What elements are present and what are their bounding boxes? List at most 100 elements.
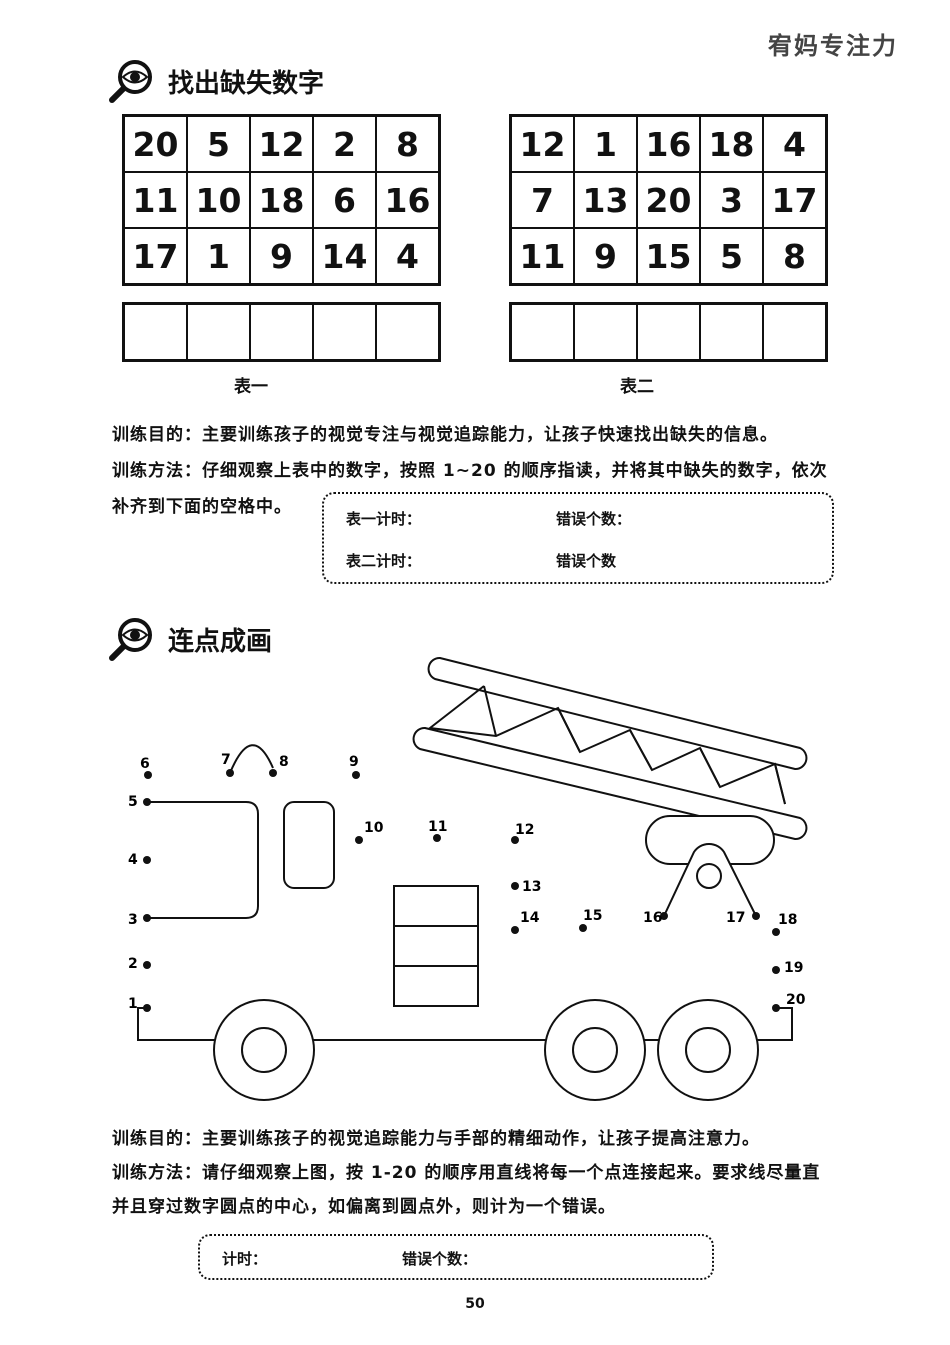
number-table-1: 20 5 12 2 8 11 10 18 6 16 17 1 9 14 4: [122, 114, 441, 286]
section2-heading: 连点成画: [108, 616, 272, 662]
dot-9[interactable]: [352, 771, 360, 779]
dot-label-19: 19: [784, 960, 803, 976]
section1-title: 找出缺失数字: [168, 68, 325, 99]
table-cell: 6: [312, 171, 377, 229]
number-table-2: 12 1 16 18 4 7 13 20 3 17 11 9 15 5 8: [509, 114, 828, 286]
table-cell: 9: [249, 227, 314, 286]
dot-14[interactable]: [511, 926, 519, 934]
section2-method-line1: 训练方法：请仔细观察上图，按 1-20 的顺序用直线将每一个点连接起来。要求线尽…: [112, 1163, 821, 1183]
dot-8[interactable]: [269, 769, 277, 777]
dot-11[interactable]: [433, 834, 441, 842]
dot-label-1: 1: [128, 996, 138, 1012]
answer-cell[interactable]: [573, 302, 638, 362]
answer-cell[interactable]: [375, 302, 441, 362]
dot-label-20: 20: [786, 992, 806, 1008]
table-cell: 1: [186, 227, 251, 286]
table-row: 11 9 15 5 8: [509, 227, 828, 286]
table-cell: 4: [375, 227, 441, 286]
answer-cell[interactable]: [312, 302, 377, 362]
error-count-label: 错误个数：: [402, 1250, 478, 1268]
answer-cell[interactable]: [122, 302, 188, 362]
table-row: 12 1 16 18 4: [509, 114, 828, 173]
table2-timer-label: 表二计时：: [346, 552, 422, 570]
dot-18[interactable]: [772, 928, 780, 936]
table-cell: 2: [312, 114, 377, 173]
dot-label-10: 10: [364, 820, 384, 836]
timer-box-2: 计时： 错误个数：: [198, 1234, 714, 1280]
table-cell: 18: [699, 114, 764, 173]
table-cell: 8: [375, 114, 441, 173]
brand-watermark: 宥妈专注力: [768, 32, 898, 60]
table-cell: 16: [636, 114, 701, 173]
dot-label-3: 3: [128, 912, 138, 928]
dot-label-2: 2: [128, 956, 138, 972]
table-cell: 8: [762, 227, 828, 286]
dot-6[interactable]: [144, 771, 152, 779]
table-cell: 5: [186, 114, 251, 173]
table-cell: 3: [699, 171, 764, 229]
answer-cell[interactable]: [636, 302, 701, 362]
section2-title: 连点成画: [168, 626, 273, 657]
table2-caption: 表二: [620, 377, 654, 397]
section2-method-line2: 并且穿过数字圆点的中心，如偏离到圆点外，则计为一个错误。: [112, 1197, 616, 1217]
dot-label-14: 14: [520, 910, 540, 926]
dot-label-6: 6: [140, 756, 150, 772]
timer-label: 计时：: [222, 1250, 268, 1268]
table2-error-label: 错误个数: [556, 552, 617, 570]
dot-12[interactable]: [511, 836, 519, 844]
magnifier-eye-icon: [109, 60, 152, 103]
dot-16[interactable]: [660, 912, 668, 920]
dot-1[interactable]: [143, 1004, 151, 1012]
table-cell: 20: [636, 171, 701, 229]
table-cell: 12: [509, 114, 575, 173]
dot-label-12: 12: [515, 822, 534, 838]
section1-purpose: 训练目的：主要训练孩子的视觉专注与视觉追踪能力，让孩子快速找出缺失的信息。: [112, 425, 778, 445]
table1-caption: 表一: [234, 377, 268, 397]
dot-15[interactable]: [579, 924, 587, 932]
table-cell: 4: [762, 114, 828, 173]
ladder: [412, 656, 808, 865]
table-cell: 11: [122, 171, 188, 229]
table1-error-label: 错误个数：: [556, 510, 632, 528]
section1-heading: 找出缺失数字: [108, 58, 324, 104]
table-cell: 7: [509, 171, 575, 229]
dot-17[interactable]: [752, 912, 760, 920]
table-row: 20 5 12 2 8: [122, 114, 441, 173]
table-cell: 13: [573, 171, 638, 229]
dot-3[interactable]: [143, 914, 151, 922]
section1-method-line1: 训练方法：仔细观察上表中的数字，按照 1~20 的顺序指读，并将其中缺失的数字，…: [112, 461, 828, 481]
dot-label-18: 18: [778, 912, 797, 928]
dot-7[interactable]: [226, 769, 234, 777]
answer-cell[interactable]: [699, 302, 764, 362]
table-cell: 11: [509, 227, 575, 286]
dot-19[interactable]: [772, 966, 780, 974]
table-cell: 5: [699, 227, 764, 286]
table-cell: 18: [249, 171, 314, 229]
dot-label-7: 7: [221, 752, 231, 768]
dot-2[interactable]: [143, 961, 151, 969]
table1-timer-label: 表一计时：: [346, 510, 422, 528]
table-cell: 17: [122, 227, 188, 286]
dot-4[interactable]: [143, 856, 151, 864]
magnifier-eye-icon: [109, 618, 152, 661]
section2-purpose: 训练目的：主要训练孩子的视觉追踪能力与手部的精细动作，让孩子提高注意力。: [112, 1129, 760, 1149]
dot-20[interactable]: [772, 1004, 780, 1012]
dot-10[interactable]: [355, 836, 363, 844]
dot-label-11: 11: [428, 819, 447, 835]
answer-cell[interactable]: [762, 302, 828, 362]
dot-13[interactable]: [511, 882, 519, 890]
table-cell: 16: [375, 171, 441, 229]
table-cell: 10: [186, 171, 251, 229]
section1-method-line2: 补齐到下面的空格中。: [112, 497, 292, 517]
answer-cell[interactable]: [249, 302, 314, 362]
table-cell: 9: [573, 227, 638, 286]
dot-label-15: 15: [583, 908, 602, 924]
dot-5[interactable]: [143, 798, 151, 806]
table-row: 11 10 18 6 16: [122, 171, 441, 229]
dot-label-9: 9: [349, 754, 359, 770]
answer-cell[interactable]: [186, 302, 251, 362]
dot-label-16: 16: [643, 910, 662, 926]
answer-cell[interactable]: [509, 302, 575, 362]
